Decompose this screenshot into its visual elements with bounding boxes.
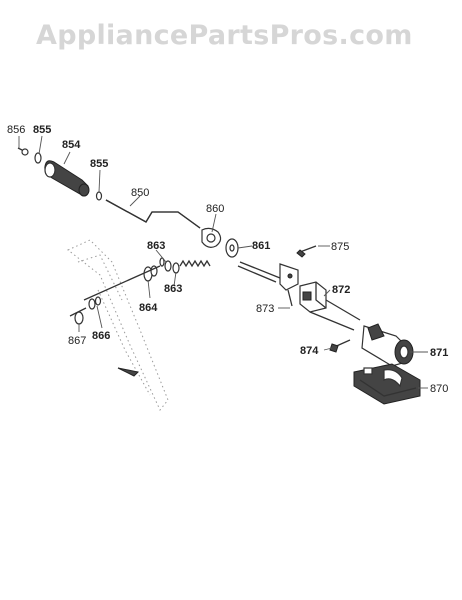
part-875-screw [296,245,317,258]
leader-lines [18,135,428,389]
part-872-switch [299,281,327,313]
part-860-link [201,227,222,248]
bracket-assembly [279,263,299,307]
watermark-logo: AppliancePartsPros.com [36,20,413,51]
label-855-lower: 855 [90,158,108,170]
label-861: 861 [252,240,270,252]
part-863-nuts [159,257,180,274]
label-871: 871 [430,347,448,359]
part-850-shaft [105,199,201,229]
part-866-867-fasteners [69,296,102,325]
part-861-disk [225,238,239,258]
label-863-lower: 863 [164,283,182,295]
main-axle [237,261,281,283]
part-874-connector [329,339,351,353]
label-873: 873 [256,303,274,315]
part-855-washer-lower [95,191,103,201]
label-856: 856 [7,124,25,136]
arrow-indicator [117,367,140,377]
part-855-washer-top [34,152,42,164]
appliance-body-outline [67,239,169,411]
label-863-top: 863 [147,240,165,252]
label-870: 870 [430,383,448,395]
part-856-screw [17,147,29,156]
label-850: 850 [131,187,149,199]
label-875: 875 [331,241,349,253]
linkage-rod [83,265,161,301]
label-854: 854 [62,139,81,151]
label-864: 864 [139,302,158,314]
spring [179,259,211,268]
label-867: 867 [68,335,86,347]
rod-to-motor [309,299,361,331]
part-870-mount [353,363,421,405]
part-labels: 856 855 854 855 850 860 861 863 863 864 … [7,124,448,395]
label-860: 860 [206,203,224,215]
part-871-motor [361,323,414,367]
label-855-top: 855 [33,124,51,136]
label-874: 874 [300,345,319,357]
label-866: 866 [92,330,110,342]
label-872: 872 [332,284,350,296]
part-854-handle-grip [44,160,90,197]
